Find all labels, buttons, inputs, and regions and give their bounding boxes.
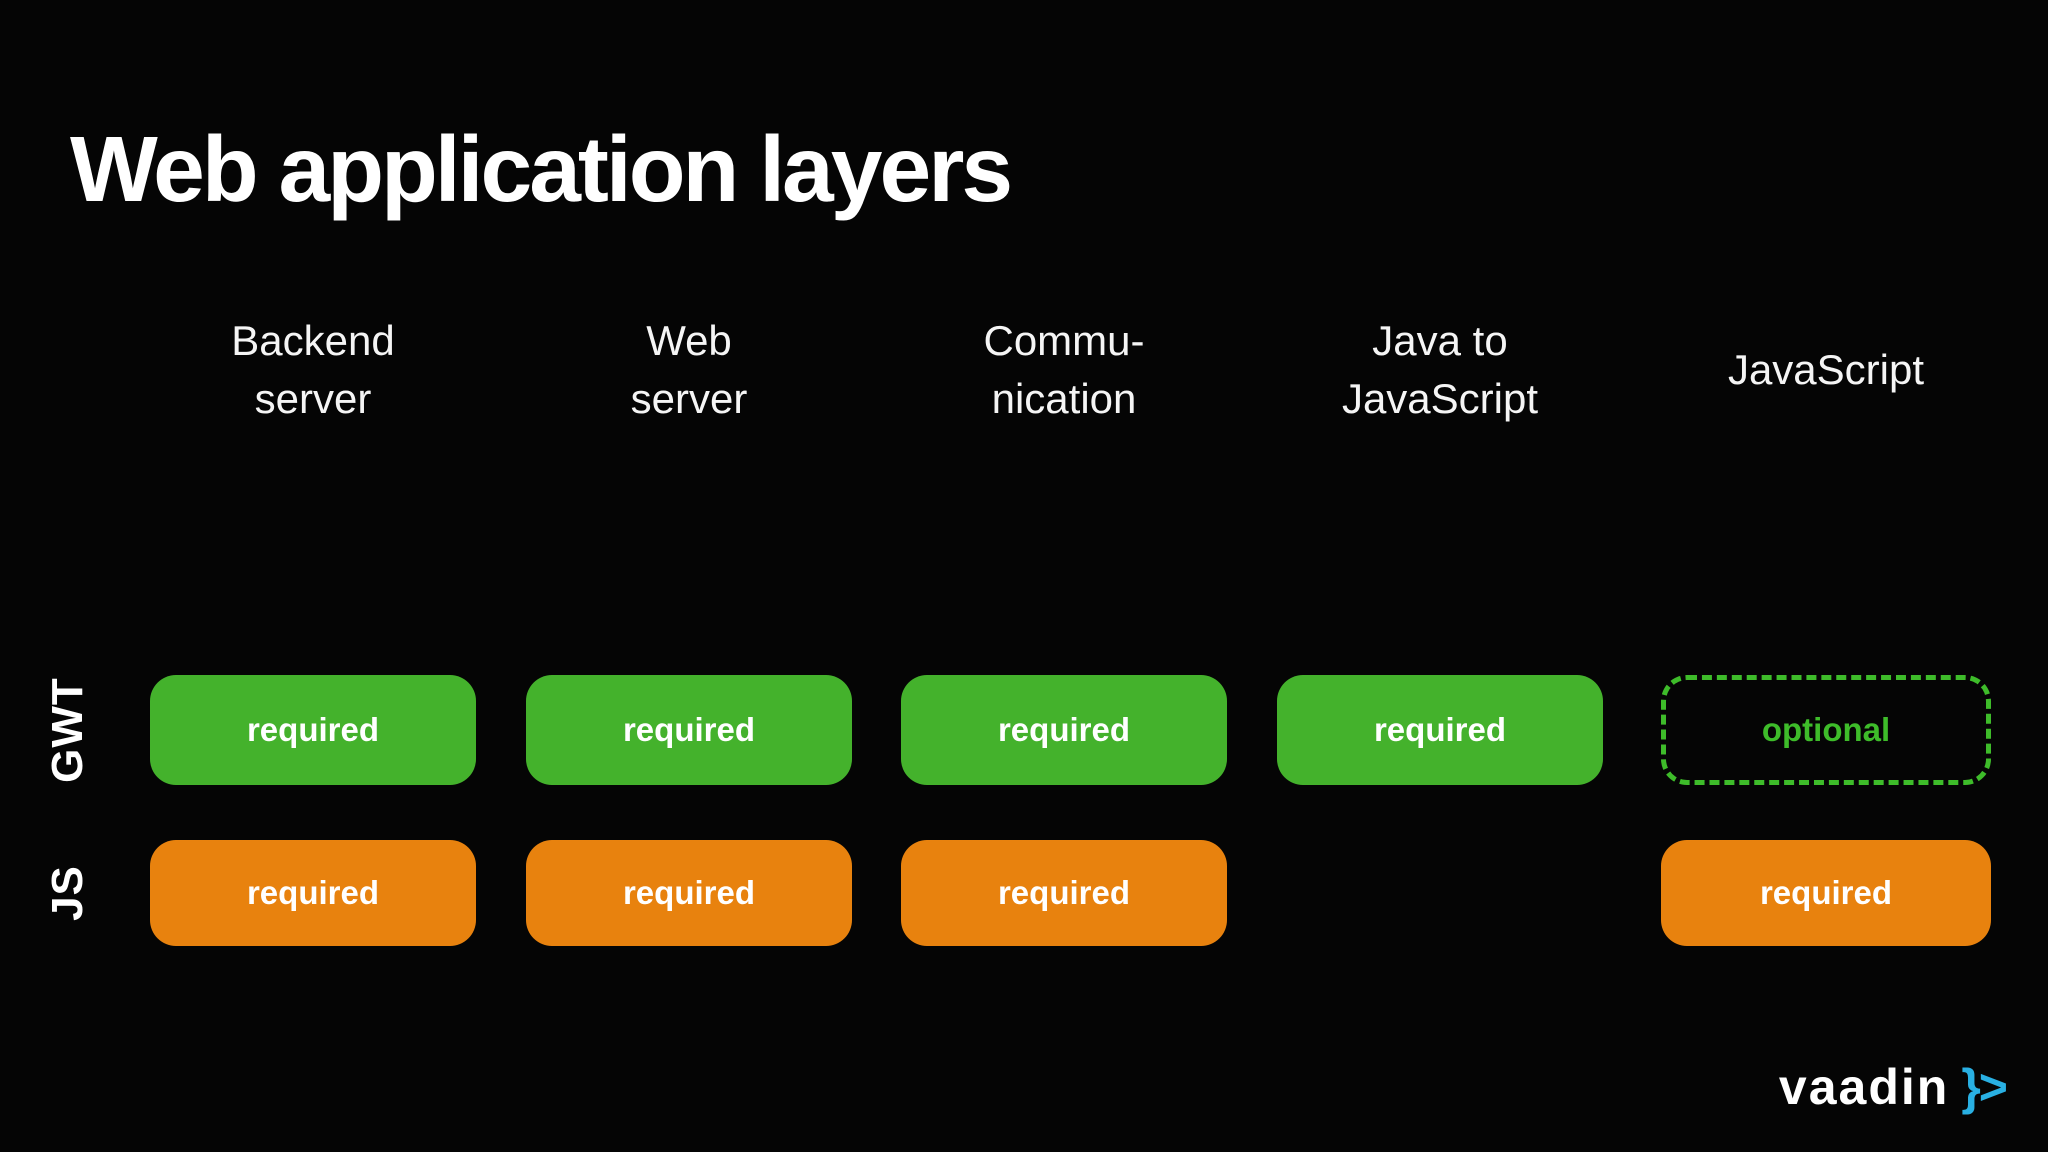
cell-gwt-java-to-javascript-required: required bbox=[1277, 675, 1603, 785]
cell-gwt-web-server-required: required bbox=[526, 675, 852, 785]
column-header-line: Java to bbox=[1372, 317, 1508, 364]
cell-js-communication-required: required bbox=[901, 840, 1227, 946]
row-label-js: JS bbox=[43, 865, 92, 921]
vaadin-logo-brace-icon: }> bbox=[1961, 1059, 2008, 1115]
vaadin-logo: vaadin }> bbox=[1778, 1058, 2008, 1116]
column-header-line: JavaScript bbox=[1727, 346, 1925, 393]
column-header-web-server: Web server bbox=[499, 295, 879, 445]
column-header-backend-server: Backend server bbox=[123, 295, 503, 445]
cell-gwt-backend-server-required: required bbox=[150, 675, 476, 785]
column-header-line: nication bbox=[991, 375, 1137, 422]
column-header-communication: Commu- nication bbox=[874, 295, 1254, 445]
page-title: Web application layers bbox=[70, 117, 1013, 221]
column-header-java-to-javascript: Java to JavaScript bbox=[1250, 295, 1630, 445]
column-header-line: JavaScript bbox=[1341, 375, 1539, 422]
vaadin-logo-wordmark: vaadin bbox=[1778, 1059, 1950, 1115]
cell-gwt-communication-required: required bbox=[901, 675, 1227, 785]
cell-js-backend-server-required: required bbox=[150, 840, 476, 946]
column-header-line: server bbox=[254, 375, 372, 422]
cell-js-javascript-required: required bbox=[1661, 840, 1991, 946]
column-header-line: Backend bbox=[231, 317, 395, 364]
column-header-line: Web bbox=[646, 317, 732, 364]
column-header-line: server bbox=[630, 375, 748, 422]
row-label-gwt: GWT bbox=[43, 677, 92, 783]
cell-js-web-server-required: required bbox=[526, 840, 852, 946]
column-header-line: Commu- bbox=[983, 317, 1145, 364]
column-header-javascript: JavaScript bbox=[1636, 295, 2016, 445]
cell-gwt-javascript-optional: optional bbox=[1661, 675, 1991, 785]
